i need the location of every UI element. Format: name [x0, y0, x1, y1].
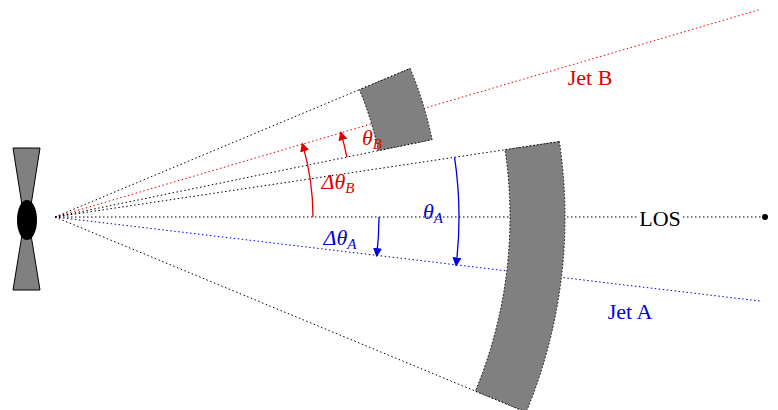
jet-label: Jet B	[566, 66, 615, 90]
theta-a-arrow	[455, 157, 459, 265]
angle-label: θA	[421, 200, 445, 224]
jet-b-shell	[359, 68, 432, 150]
delta-theta-b-arrow	[303, 144, 313, 217]
delta-theta-a-arrow	[377, 217, 379, 255]
jet-b-axis	[55, 9, 760, 217]
jet-a-edge	[55, 217, 526, 410]
observer-dot	[762, 214, 768, 220]
jet-a-edge	[55, 142, 559, 217]
angle-label: θB	[360, 126, 384, 150]
theta-b-arrow	[341, 133, 347, 157]
jet-label: Jet A	[606, 300, 655, 324]
jet-b-edge	[55, 68, 410, 217]
angle-label: ΔθA	[322, 226, 359, 250]
angle-label: ΔθB	[320, 170, 357, 194]
jet-a-shell	[475, 142, 565, 410]
agn-symbol	[13, 148, 40, 290]
los-label: LOS	[637, 207, 683, 231]
